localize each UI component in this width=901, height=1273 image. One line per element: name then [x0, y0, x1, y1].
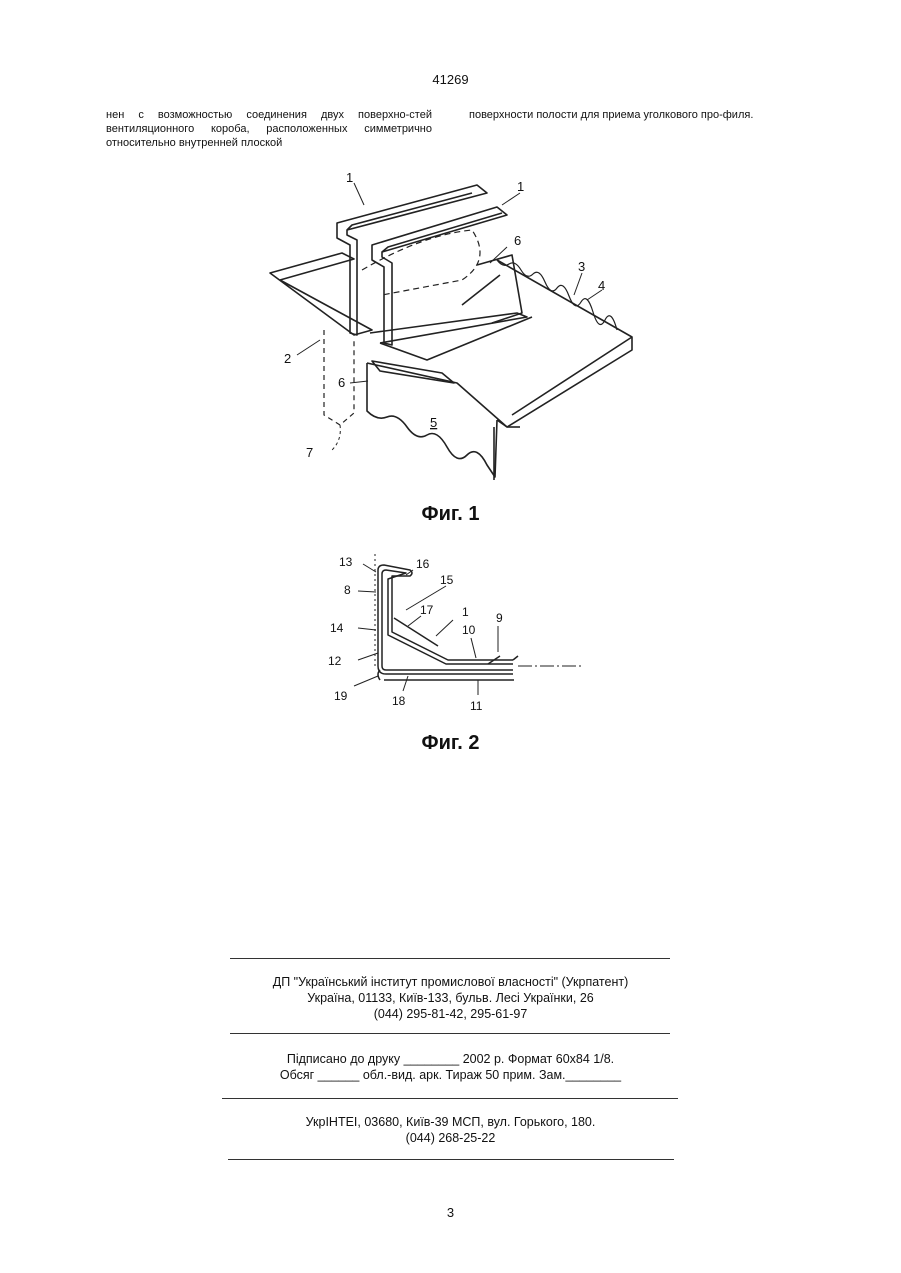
fig2-label-17: 17: [420, 603, 434, 617]
fig1-label-4: 4: [598, 278, 605, 293]
fig2-label-1: 1: [462, 605, 469, 619]
fig2-label-9: 9: [496, 611, 503, 625]
fig2-label-12: 12: [328, 654, 342, 668]
figure-2-caption: Фиг. 2: [0, 732, 901, 755]
divider-2: [230, 1033, 670, 1034]
org-address: Україна, 01133, Київ-133, бульв. Лесі Ук…: [0, 990, 901, 1006]
text-column-right: поверхности полости для приема уголковог…: [469, 108, 797, 122]
divider-3: [222, 1098, 678, 1099]
print-volume-line: Обсяг ______ обл.-вид. арк. Тираж 50 при…: [0, 1067, 901, 1083]
fig2-label-16: 16: [416, 557, 430, 571]
fig2-label-14: 14: [330, 621, 344, 635]
fig2-label-18: 18: [392, 694, 406, 708]
text-column-left: нен с возможностью соединения двух повер…: [106, 108, 432, 150]
org-info: ДП "Український інститут промислової вла…: [0, 974, 901, 1022]
publisher-info: УкрІНТЕІ, 03680, Київ-39 МСП, вул. Горьк…: [0, 1114, 901, 1146]
divider-top: [230, 958, 670, 959]
print-signed-line: Підписано до друку ________ 2002 р. Форм…: [0, 1051, 901, 1067]
figure-2-drawing: 13 16 15 8 17 1 14 10 9 12 19 18 11: [328, 548, 586, 718]
fig2-label-13: 13: [339, 555, 353, 569]
publisher-address: УкрІНТЕІ, 03680, Київ-39 МСП, вул. Горьк…: [0, 1114, 901, 1130]
print-info: Підписано до друку ________ 2002 р. Форм…: [0, 1051, 901, 1083]
divider-bottom: [228, 1159, 674, 1160]
page-number-footer: 3: [0, 1205, 901, 1220]
figure-1-caption: Фиг. 1: [0, 503, 901, 526]
fig2-label-10: 10: [462, 623, 476, 637]
figure-1-drawing: 1 1 6 3 4 2 6 5 7: [262, 165, 642, 495]
fig1-label-6b: 6: [338, 375, 345, 390]
fig1-label-1a: 1: [346, 170, 353, 185]
fig2-label-11: 11: [470, 699, 483, 713]
fig2-label-19: 19: [334, 689, 348, 703]
fig1-label-1b: 1: [517, 179, 524, 194]
org-phone: (044) 295-81-42, 295-61-97: [0, 1006, 901, 1022]
fig1-label-6a: 6: [514, 233, 521, 248]
page-number-header: 41269: [0, 72, 901, 87]
fig1-label-7: 7: [306, 445, 313, 460]
org-name: ДП "Український інститут промислової вла…: [0, 974, 901, 990]
fig2-label-15: 15: [440, 573, 454, 587]
fig1-label-2: 2: [284, 351, 291, 366]
fig1-label-3: 3: [578, 259, 585, 274]
fig2-label-8: 8: [344, 583, 351, 597]
fig1-label-5: 5: [430, 415, 437, 430]
publisher-phone: (044) 268-25-22: [0, 1130, 901, 1146]
